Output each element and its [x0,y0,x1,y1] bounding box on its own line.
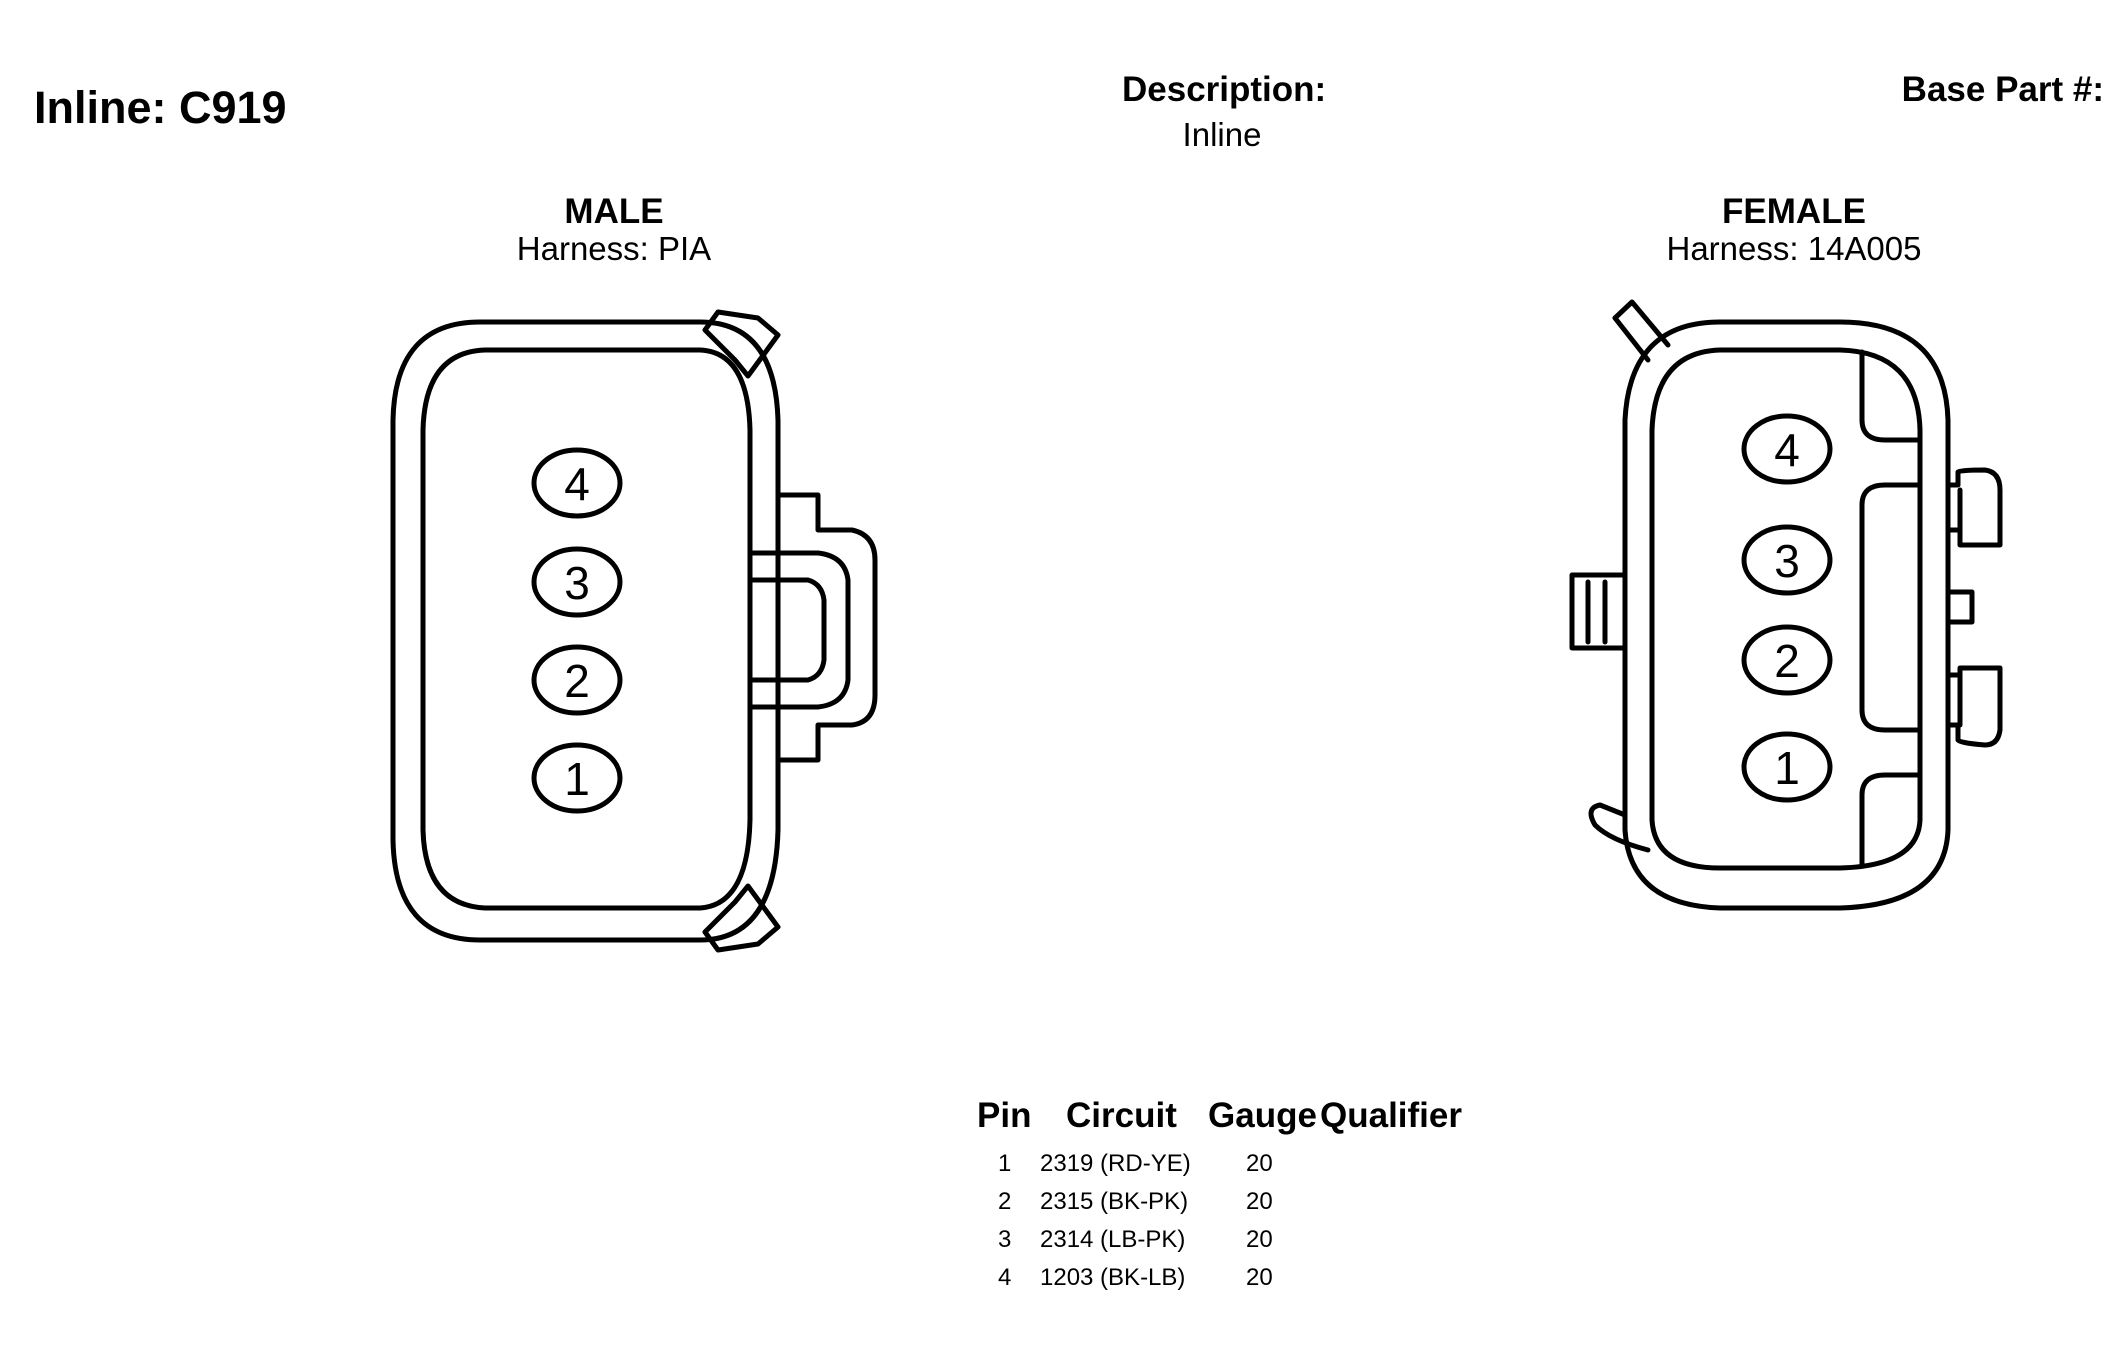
male-pin-3-circle [531,546,623,618]
female-pin-1-circle [1741,731,1833,803]
female-pin-3-circle [1741,524,1833,596]
female-harness-label: Harness: 14A005 [1666,230,1922,267]
female-key-rail-bottom [1859,772,1921,869]
female-pin-4-circle [1741,413,1833,485]
female-connector-diagram [1569,299,2003,911]
table-row-4-pin: 4 [998,1264,1012,1291]
table-row-2-gauge: 20 [1246,1188,1273,1215]
female-inner-shell [1649,347,1923,871]
table-row-4-circuit: 1203 (BK-LB) [1040,1264,1186,1291]
male-lock-tab-inner [749,550,851,710]
female-key-rail-top [1859,349,1921,443]
table-row-1-gauge: 20 [1246,1150,1273,1177]
female-connector-title: FEMALE [1722,192,1866,231]
table-row-3-pin: 3 [998,1226,1012,1253]
table-row-1-pin: 1 [998,1150,1012,1177]
female-right-tab-mid [1945,589,1975,625]
male-pin-1-label: 1 [564,753,590,805]
table-row-4-gauge: 20 [1246,1264,1273,1291]
base-part-label: Base Part #: [1901,70,2104,109]
connector-title: Inline: C919 [34,82,287,133]
circuit-column-header: Circuit [1066,1096,1177,1135]
male-inner-shell [420,347,753,911]
pin-column-header: Pin [977,1096,1032,1135]
male-pin-3-label: 3 [564,557,590,609]
female-pin-2-circle [1741,624,1833,696]
table-row-1-circuit: 2319 (RD-YE) [1040,1150,1191,1177]
female-right-tab-top [1945,467,2003,548]
female-pin-4-label: 4 [1774,424,1800,476]
table-row-2-pin: 2 [998,1188,1012,1215]
female-right-tab-bottom [1945,665,2003,748]
male-harness-label: Harness: PIA [516,230,712,267]
female-pin-2-label: 2 [1774,635,1800,687]
male-pin-4-label: 4 [564,458,590,510]
female-outer-shell [1622,319,1951,911]
gauge-column-header: Gauge [1208,1096,1317,1135]
male-top-latch [702,309,781,379]
table-row-3-circuit: 2314 (LB-PK) [1040,1226,1186,1253]
description-label: Description: [1122,70,1327,109]
female-top-latch [1612,299,1671,363]
female-pin-3-label: 3 [1774,535,1800,587]
female-key-rail-mid [1859,482,1921,733]
male-outer-shell [390,319,781,943]
qualifier-column-header: Qualifier [1320,1096,1462,1135]
table-row-2-circuit: 2315 (BK-PK) [1040,1188,1189,1215]
male-lock-tab [775,492,878,763]
table-row-3-gauge: 20 [1246,1226,1273,1253]
male-lock-tab-slot [749,577,827,683]
female-pin-1-label: 1 [1774,742,1800,794]
male-pin-2-circle [531,644,623,716]
female-left-tab [1569,572,1628,651]
male-connector-title: MALE [564,192,664,231]
male-pin-2-label: 2 [564,655,590,707]
female-bottom-latch [1588,802,1651,853]
description-value: Inline [1182,116,1262,153]
male-pin-4-circle [531,447,623,519]
male-pin-1-circle [531,742,623,814]
male-bottom-latch [702,883,781,953]
female-pins: 4 3 2 1 [1741,413,1833,803]
female-left-tab-ribs [1585,579,1608,645]
male-pins: 4 3 2 1 [531,447,623,814]
